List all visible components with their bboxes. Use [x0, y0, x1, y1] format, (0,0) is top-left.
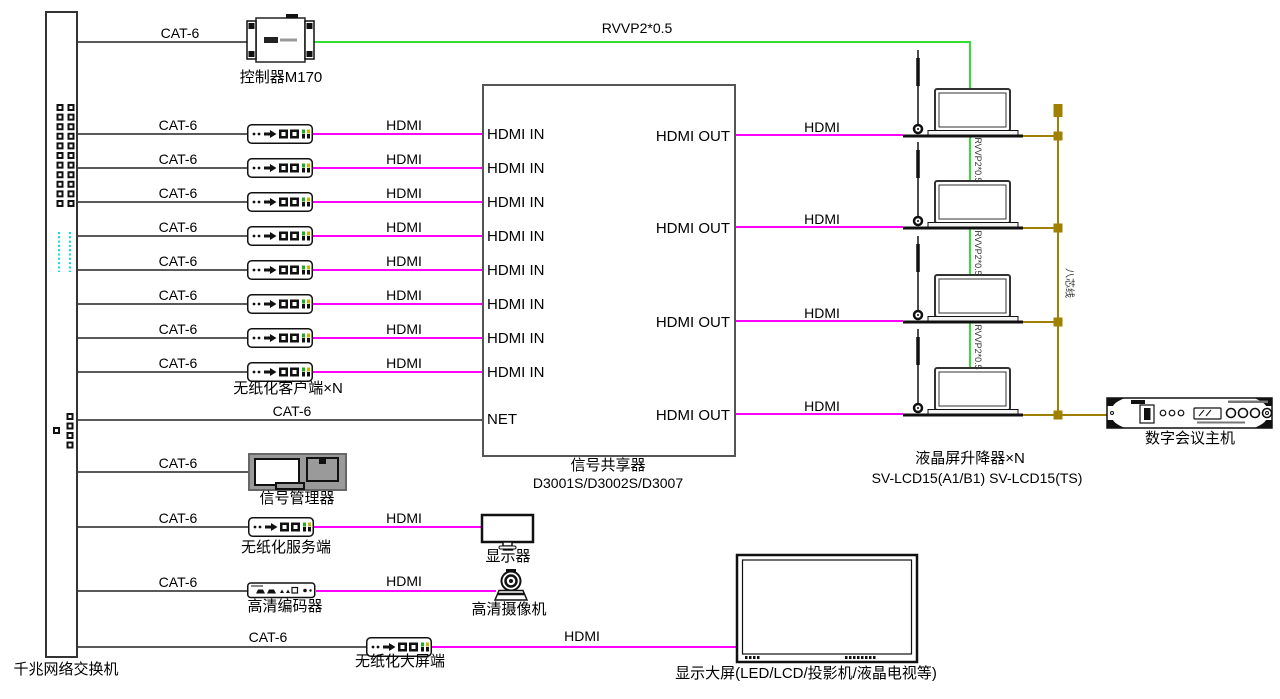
- monitor-label: 显示器: [485, 548, 531, 565]
- eight-core-bus: [1023, 104, 1107, 420]
- hdmi-label: HDMI: [804, 119, 840, 135]
- signal-manager-label: 信号管理器: [259, 490, 335, 507]
- cat6-label: CAT-6: [158, 510, 198, 526]
- big-display-label: 显示大屏(LED/LCD/投影机/液晶电视等): [675, 665, 937, 682]
- hdmi-out-port-label: HDMI OUT: [655, 407, 730, 424]
- switch-label: 千兆网络交换机: [13, 661, 119, 678]
- hdmi-label: HDMI: [386, 287, 422, 303]
- hdmi-label: HDMI: [386, 573, 422, 589]
- rvvp-lines: [310, 41, 971, 369]
- cat6-label: CAT-6: [158, 219, 198, 235]
- hd-camera-icon: [493, 569, 529, 601]
- signal-sharer-name-label: 信号共享器: [570, 457, 646, 474]
- hdmi-label: HDMI: [386, 117, 422, 133]
- cat6-label: CAT-6: [272, 403, 312, 419]
- hdmi-label: HDMI: [386, 355, 422, 371]
- rvvp-label-vertical: RVVP2*0.5: [973, 230, 983, 276]
- hdmi-label: HDMI: [386, 321, 422, 337]
- cat6-label: CAT-6: [158, 185, 198, 201]
- paperless-client-label: 无纸化客户端×N: [233, 380, 343, 397]
- hdmi-label: HDMI: [564, 628, 600, 644]
- hdmi-label: HDMI: [386, 219, 422, 235]
- conference-host-icon: [1106, 397, 1273, 429]
- cat6-label: CAT-6: [158, 151, 198, 167]
- hdmi-in-port-label: HDMI IN: [487, 160, 545, 177]
- big-display-icon: [735, 553, 919, 664]
- hdmi-in-port-label: HDMI IN: [487, 126, 545, 143]
- hdmi-in-port-label: HDMI IN: [487, 296, 545, 313]
- hdmi-out-port-label: HDMI OUT: [655, 220, 730, 237]
- signal-manager-icon: [248, 453, 347, 491]
- rvvp-label-vertical: RVVP2*0.5: [973, 324, 983, 370]
- hdmi-out-port-label: HDMI OUT: [655, 314, 730, 331]
- rvvp-label: RVVP2*0.5: [601, 20, 673, 36]
- switch-icon: [45, 11, 78, 658]
- cat6-label: CAT-6: [248, 629, 288, 645]
- hdmi-label: HDMI: [386, 510, 422, 526]
- cat6-label: CAT-6: [160, 25, 200, 41]
- cat6-label: CAT-6: [158, 287, 198, 303]
- paperless-bigscreen-label: 无纸化大屏端: [354, 653, 446, 670]
- cat6-label: CAT-6: [158, 117, 198, 133]
- signal-sharer-icon: [482, 84, 736, 457]
- hdmi-lines: [313, 133, 903, 648]
- hdmi-in-port-label: HDMI IN: [487, 330, 545, 347]
- controller-label: 控制器M170: [239, 69, 323, 86]
- hdmi-label: HDMI: [386, 151, 422, 167]
- hd-encoder-label: 高清编码器: [247, 598, 323, 615]
- lcd-lifter-label: 液晶屏升降器×N: [915, 450, 1025, 467]
- controller-icon: [246, 14, 315, 63]
- conference-host-label: 数字会议主机: [1144, 430, 1236, 447]
- cat6-lines: [78, 41, 483, 648]
- cat6-label: CAT-6: [158, 321, 198, 337]
- rvvp-label-vertical: RVVP2*0.5: [973, 137, 983, 183]
- cat6-label: CAT-6: [158, 355, 198, 371]
- signal-sharer-model-label: D3001S/D3002S/D3007: [532, 475, 684, 491]
- net-port-label: NET: [487, 411, 517, 428]
- cat6-label: CAT-6: [158, 455, 198, 471]
- hdmi-label: HDMI: [386, 185, 422, 201]
- monitor-icon: [480, 513, 535, 550]
- hdmi-label: HDMI: [386, 253, 422, 269]
- hdmi-in-port-label: HDMI IN: [487, 194, 545, 211]
- hdmi-label: HDMI: [804, 398, 840, 414]
- hdmi-in-port-label: HDMI IN: [487, 364, 545, 381]
- hdmi-label: HDMI: [804, 211, 840, 227]
- paperless-server-label: 无纸化服务端: [240, 539, 332, 556]
- lcd-lifter-models-label: SV-LCD15(A1/B1) SV-LCD15(TS): [871, 470, 1083, 486]
- cat6-label: CAT-6: [158, 574, 198, 590]
- hdmi-in-port-label: HDMI IN: [487, 228, 545, 245]
- hdmi-in-port-label: HDMI IN: [487, 262, 545, 279]
- cat6-label: CAT-6: [158, 253, 198, 269]
- hd-camera-label: 高清摄像机: [471, 601, 547, 618]
- hd-encoder-icon: [247, 582, 316, 599]
- eight-core-label: 八芯线: [1063, 268, 1074, 298]
- hdmi-out-port-label: HDMI OUT: [655, 128, 730, 145]
- hdmi-label: HDMI: [804, 305, 840, 321]
